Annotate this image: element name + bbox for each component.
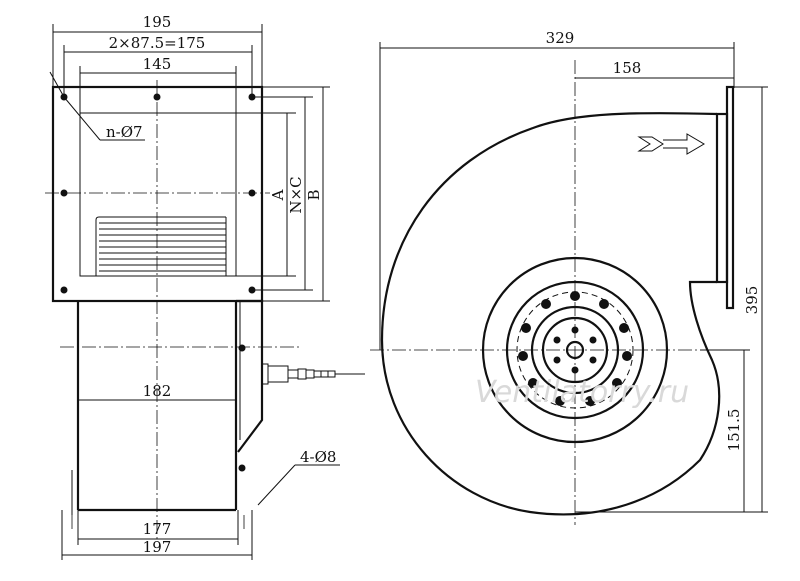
dim-width-inlet: 145	[143, 55, 172, 73]
cable-gland	[261, 363, 365, 385]
side-view: 329 158	[370, 29, 768, 525]
outlet-flange-side	[715, 112, 729, 284]
dim-height-b: B	[305, 189, 323, 200]
watermark: Ventilatorry.ru	[475, 375, 689, 410]
airflow-arrow	[637, 133, 705, 155]
dim-height-a: A	[269, 189, 287, 201]
foot-hole-note: 4-Ø8	[300, 448, 336, 466]
hole-note: n-Ø7	[106, 123, 143, 141]
dim-base-outer: 197	[143, 538, 172, 556]
scroll-housing	[380, 112, 721, 516]
motor-body	[71, 299, 264, 515]
dim-base-inner: 177	[143, 520, 172, 538]
dim-height-nxc: N×C	[287, 176, 305, 213]
dim-outlet-offset: 158	[613, 59, 642, 77]
inlet-ring	[481, 256, 669, 444]
dim-axis-height: 151.5	[725, 409, 743, 452]
rotor-bolts	[518, 291, 632, 406]
front-view: 195 2×87.5=175 145	[45, 13, 365, 560]
dim-width-inlet-bolt: 2×87.5=175	[109, 34, 206, 52]
dim-total-height: 395	[743, 286, 761, 315]
impeller-blades	[95, 216, 227, 276]
outlet-opening	[79, 112, 237, 277]
dim-motor-width: 182	[143, 382, 172, 400]
dim-total-length: 329	[546, 29, 575, 47]
outlet-flange	[51, 85, 264, 303]
dim-width-top: 195	[143, 13, 172, 31]
